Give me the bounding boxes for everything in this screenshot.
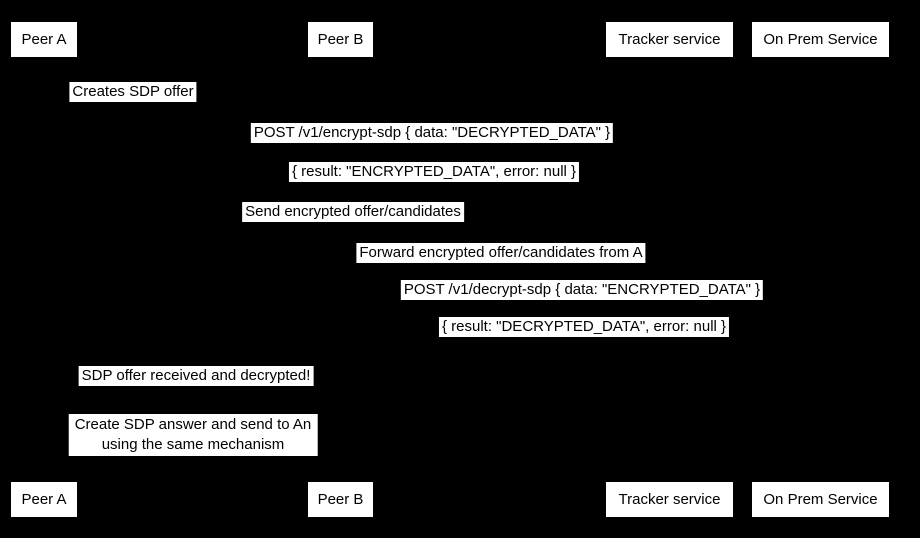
actor-on-prem-service-top: On Prem Service [752, 22, 889, 57]
message-creates-sdp-offer: Creates SDP offer [69, 82, 197, 102]
note-create-sdp-answer: Create SDP answer and send to An using t… [68, 414, 318, 456]
actor-on-prem-service-bottom: On Prem Service [752, 482, 889, 517]
message-forward-encrypted-offer: Forward encrypted offer/candidates from … [356, 243, 646, 263]
actor-tracker-service-top: Tracker service [606, 22, 733, 57]
actor-peer-a-top: Peer A [11, 22, 77, 57]
message-post-decrypt-sdp: POST /v1/decrypt-sdp { data: "ENCRYPTED_… [400, 280, 764, 300]
message-sdp-offer-received: SDP offer received and decrypted! [78, 366, 314, 386]
message-post-encrypt-sdp: POST /v1/encrypt-sdp { data: "DECRYPTED_… [250, 123, 614, 143]
note-line-2: using the same mechanism [101, 436, 285, 453]
message-send-encrypted-offer: Send encrypted offer/candidates [242, 202, 464, 222]
actor-tracker-service-bottom: Tracker service [606, 482, 733, 517]
message-decrypt-result: { result: "DECRYPTED_DATA", error: null … [438, 317, 730, 337]
note-line-1: Create SDP answer and send to An [74, 416, 312, 433]
actor-peer-b-top: Peer B [308, 22, 373, 57]
actor-peer-b-bottom: Peer B [308, 482, 373, 517]
actor-peer-a-bottom: Peer A [11, 482, 77, 517]
message-encrypt-result: { result: "ENCRYPTED_DATA", error: null … [288, 162, 580, 182]
